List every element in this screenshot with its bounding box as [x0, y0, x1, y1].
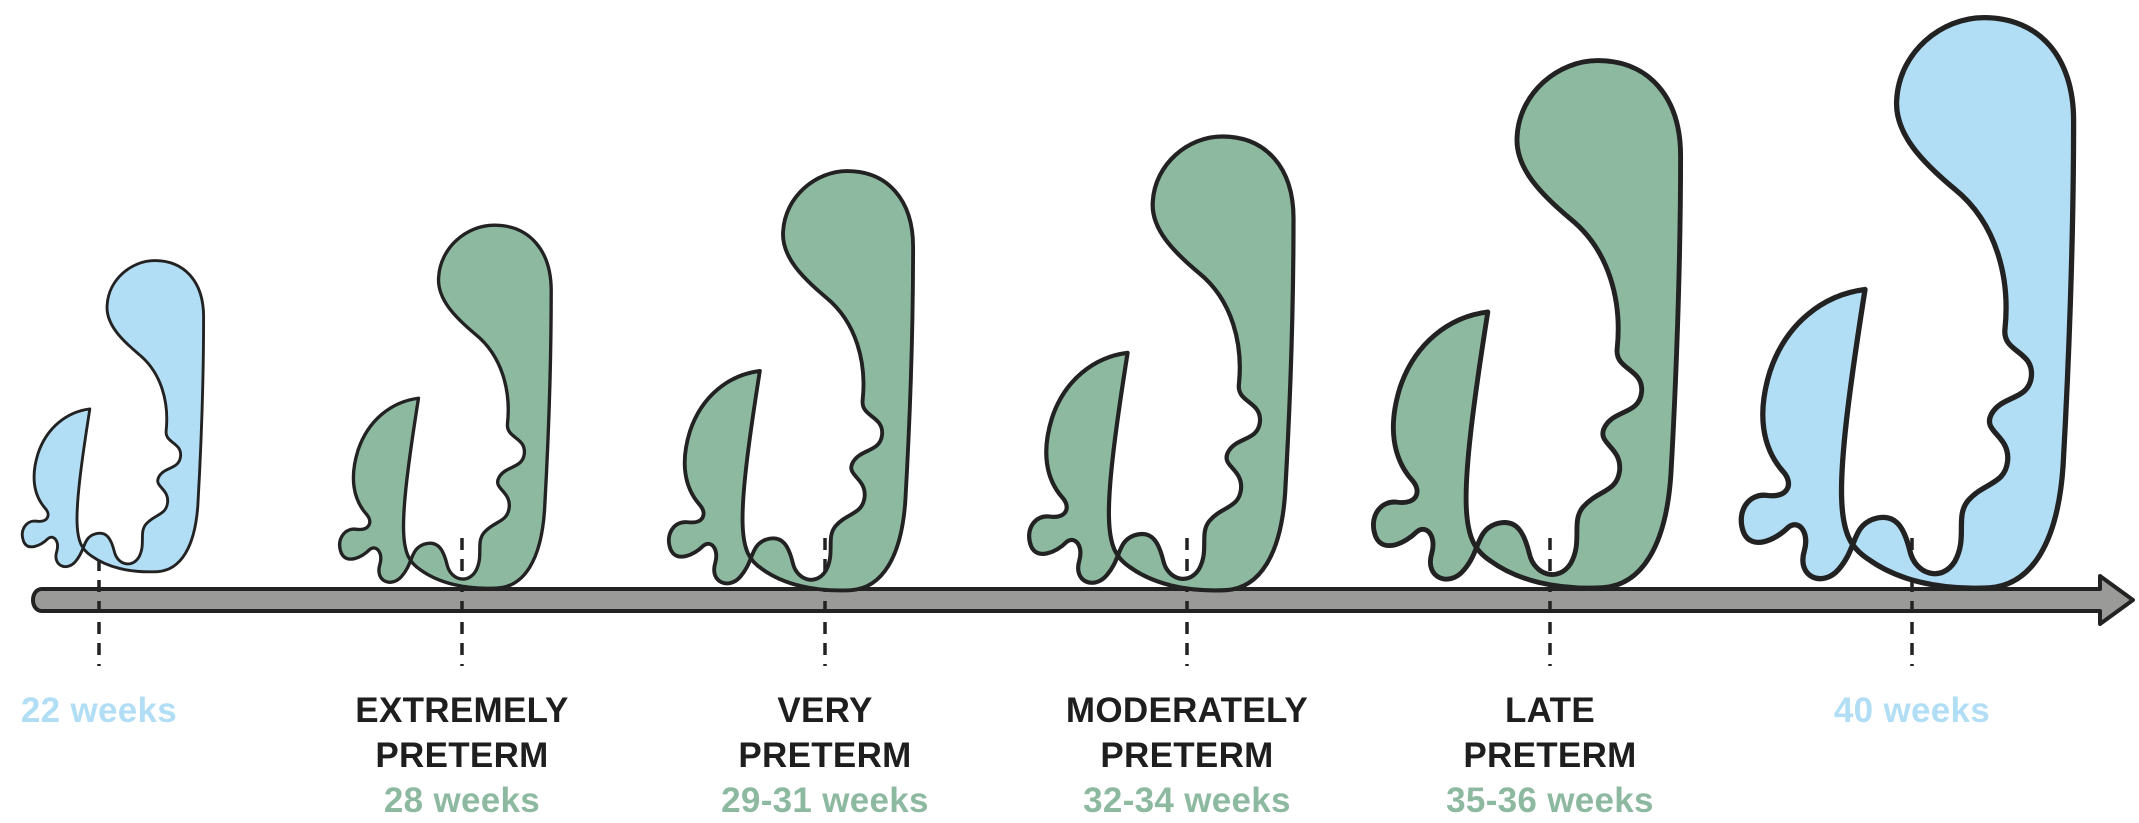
stage-weeks-32-34: 32-34 weeks: [1037, 778, 1337, 823]
stage-category-line2: PRETERM: [675, 733, 975, 778]
stage-label-very-preterm: VERY PRETERM 29-31 weeks: [675, 688, 975, 823]
stage-weeks-29-31: 29-31 weeks: [675, 778, 975, 823]
fetus-extremely-preterm-illustration: [340, 225, 551, 588]
stage-label-22-weeks: 22 weeks: [0, 688, 249, 733]
fetus-very-preterm-illustration: [669, 171, 913, 590]
stage-category-line2: PRETERM: [1400, 733, 1700, 778]
timeline-arrow: [33, 576, 2133, 624]
stage-weeks-28: 28 weeks: [312, 778, 612, 823]
stage-category-line1: EXTREMELY: [312, 688, 612, 733]
stage-weeks-35-36: 35-36 weeks: [1400, 778, 1700, 823]
stage-category-line2: PRETERM: [312, 733, 612, 778]
stage-category-line1: MODERATELY: [1037, 688, 1337, 733]
fetus-late-preterm-illustration: [1373, 61, 1680, 588]
stage-label-late-preterm: LATE PRETERM 35-36 weeks: [1400, 688, 1700, 823]
stage-label-extremely-preterm: EXTREMELY PRETERM 28 weeks: [312, 688, 612, 823]
stage-category-line2: PRETERM: [1037, 733, 1337, 778]
fetus-40-weeks-illustration: [1741, 18, 2073, 589]
stage-weeks-40: 40 weeks: [1762, 688, 2062, 733]
fetus-moderately-preterm-illustration: [1029, 137, 1293, 591]
fetus-22-weeks-illustration: [22, 261, 203, 572]
stage-category-line1: VERY: [675, 688, 975, 733]
stage-weeks-22: 22 weeks: [0, 688, 249, 733]
stage-category-line1: LATE: [1400, 688, 1700, 733]
stage-label-moderately-preterm: MODERATELY PRETERM 32-34 weeks: [1037, 688, 1337, 823]
stage-label-40-weeks: 40 weeks: [1762, 688, 2062, 733]
